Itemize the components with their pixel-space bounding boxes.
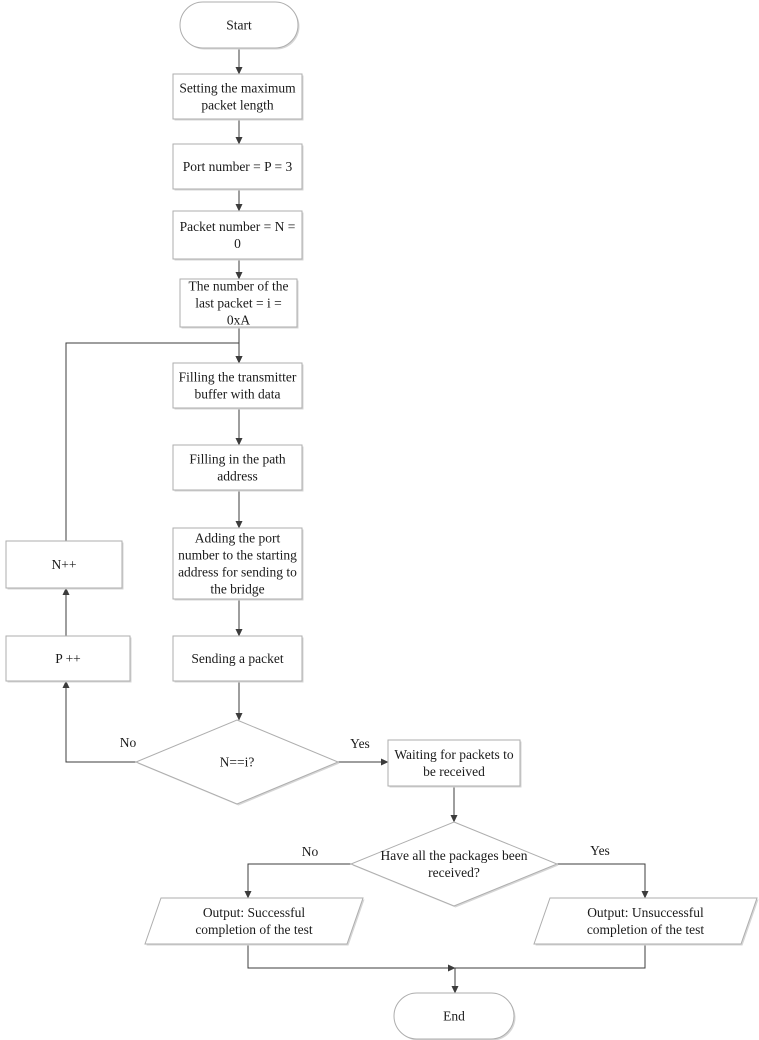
process-box — [172, 73, 303, 120]
node-port-number: Port number = P = 3 — [172, 143, 304, 191]
node-end: End — [393, 992, 516, 1040]
node-text-line: address for sending to — [178, 565, 297, 580]
node-text-line: Output: Unsuccessful — [587, 905, 704, 920]
terminal-shape — [179, 1, 299, 49]
node-text-line: End — [443, 1009, 465, 1024]
node-check-received: Have all the packages been received? — [349, 821, 559, 908]
process-box — [172, 444, 303, 491]
edge-n-inc-to-fill-buffer — [65, 342, 243, 541]
node-text-line: Setting the maximum — [179, 81, 296, 96]
process-box — [179, 278, 298, 328]
process-box — [5, 540, 123, 589]
node-text-line: Adding the port — [195, 531, 281, 546]
node-text-line: Output: Successful — [203, 905, 306, 920]
node-text-line: 0xA — [227, 313, 251, 328]
node-text-line: N++ — [52, 557, 77, 572]
node-text-line: received? — [428, 865, 480, 880]
process-box — [387, 739, 521, 787]
node-text-line: The number of the — [188, 279, 288, 294]
node-text-line: number to the starting — [178, 548, 297, 563]
node-n-inc: N++ — [5, 540, 124, 590]
node-text-line: 0 — [234, 236, 241, 251]
node-text-line: address — [217, 469, 258, 484]
edge-out-fail-to-end — [451, 944, 646, 994]
node-p-inc: P ++ — [5, 635, 132, 683]
node-text-line: Filling in the path — [189, 452, 286, 467]
process-box — [172, 362, 303, 409]
node-out-success: Output: Successful completion of the test — [144, 897, 365, 946]
node-text-line: Filling the transmitter — [179, 370, 297, 385]
node-out-fail: Output: Unsuccessful completion of the te… — [533, 897, 759, 946]
node-text-line: P ++ — [55, 651, 81, 666]
node-last-packet: The number of the last packet = i = 0xA — [179, 278, 299, 329]
io-parallelogram — [144, 897, 364, 945]
node-text-line: Sending a packet — [191, 651, 283, 666]
node-text-line: packet length — [201, 98, 274, 113]
node-check-n-i: N==i? — [134, 719, 340, 806]
node-fill-path: Filling in the path address — [172, 444, 304, 492]
process-box — [172, 527, 303, 600]
edge-label-yes: Yes — [350, 736, 370, 751]
edge-check-n-i-to-p-inc — [62, 680, 136, 763]
edge-label-yes: Yes — [590, 843, 610, 858]
edge-label-no: No — [302, 844, 319, 859]
process-box — [172, 143, 303, 190]
node-text-line: Start — [226, 18, 252, 33]
process-box — [172, 210, 303, 260]
process-box — [5, 635, 131, 682]
edge-check-received-to-out-success — [244, 863, 351, 899]
terminal-shape — [393, 992, 515, 1040]
node-text-line: completion of the test — [587, 922, 705, 937]
node-text-line: Waiting for packets to — [394, 747, 514, 762]
node-fill-buffer: Filling the transmitter buffer with data — [172, 362, 304, 410]
node-text-line: buffer with data — [195, 387, 281, 402]
node-set-max-len: Setting the maximum packet length — [172, 73, 304, 121]
node-send-packet: Sending a packet — [172, 635, 304, 683]
decision-diamond — [134, 719, 340, 805]
node-start: Start — [179, 1, 300, 50]
node-text-line: be received — [423, 764, 485, 779]
node-add-port: Adding the port number to the starting add… — [172, 527, 304, 601]
node-text-line: N==i? — [220, 755, 255, 770]
edges-layer — [62, 48, 649, 994]
node-text-line: Packet number = N = — [180, 219, 296, 234]
node-text-line: Have all the packages been — [381, 848, 528, 863]
node-text-line: Port number = P = 3 — [183, 159, 293, 174]
edge-check-received-to-out-fail — [557, 863, 649, 899]
edge-out-success-to-end — [247, 944, 456, 972]
io-parallelogram — [533, 897, 758, 945]
node-text-line: the bridge — [210, 582, 264, 597]
edge-label-no: No — [120, 735, 137, 750]
node-wait-packets: Waiting for packets to be received — [387, 739, 522, 788]
decision-diamond — [349, 821, 559, 907]
node-packet-number: Packet number = N = 0 — [172, 210, 304, 261]
process-box — [172, 635, 303, 682]
node-text-line: completion of the test — [195, 922, 313, 937]
node-text-line: last packet = i = — [195, 296, 281, 311]
